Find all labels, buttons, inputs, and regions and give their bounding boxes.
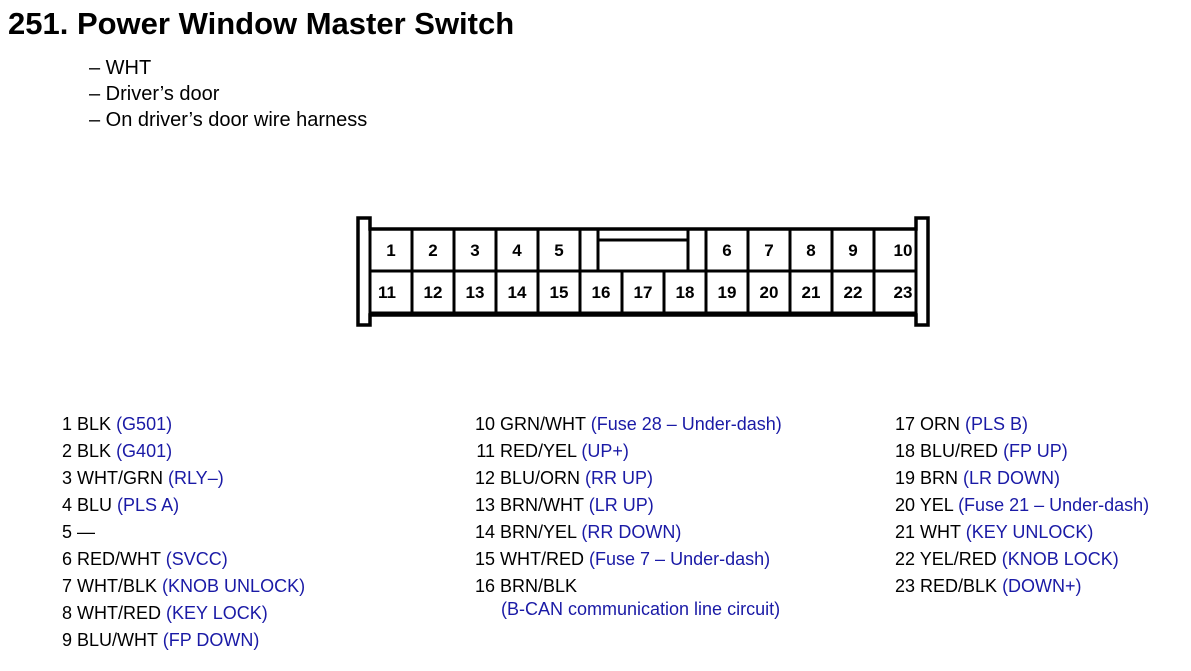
pin-label: 23 [894, 283, 913, 302]
pin-list-column-3: 17 ORN (PLS B) 18 BLU/RED (FP UP) 19 BRN… [871, 411, 1149, 600]
pin-label: 3 [470, 241, 479, 260]
pin-label: 19 [718, 283, 737, 302]
pin-row: 4 BLU (PLS A) [61, 495, 180, 515]
pin-row: 7 WHT/BLK (KNOB UNLOCK) [61, 576, 306, 596]
pin-label: 21 [802, 283, 821, 302]
pin-row: 1 BLK (G501) [61, 414, 173, 434]
pin-row: 5 — [61, 522, 96, 542]
pin-row: 3 WHT/GRN (RLY–) [61, 468, 224, 488]
page-title: 251. Power Window Master Switch [8, 6, 515, 41]
pin-row: 20 YEL (Fuse 21 – Under-dash) [894, 495, 1150, 515]
pin-label: 18 [676, 283, 695, 302]
pin-label: 11 [378, 283, 396, 302]
pin-row: 10 GRN/WHT (Fuse 28 – Under-dash) [474, 414, 782, 434]
pin-16-description: (B-CAN communication line circuit) [501, 599, 781, 619]
pin-label: 2 [428, 241, 437, 260]
pin-row: 22 YEL/RED (KNOB LOCK) [894, 549, 1119, 569]
lock-tab [596, 227, 690, 271]
pin-label: 14 [508, 283, 527, 302]
pin-label: 1 [386, 241, 395, 260]
pin-label: 7 [764, 241, 773, 260]
top-row-cells [368, 227, 918, 273]
pin-row: 21 WHT (KEY UNLOCK) [894, 522, 1094, 542]
pin-label: 13 [466, 283, 485, 302]
pin-row: 6 RED/WHT (SVCC) [61, 549, 228, 569]
pin-label: 12 [424, 283, 443, 302]
pin-row: 11 RED/YEL (UP+) [476, 441, 629, 461]
pin-label: 22 [844, 283, 863, 302]
pin-label: 9 [848, 241, 857, 260]
pin-row: 23 RED/BLK (DOWN+) [894, 576, 1082, 596]
note-location: – Driver’s door [89, 83, 220, 105]
pin-label: 4 [512, 241, 522, 260]
pin-list-column-2: 10 GRN/WHT (Fuse 28 – Under-dash) 11 RED… [451, 411, 782, 623]
pin-label: 17 [634, 283, 653, 302]
pin-label: 5 [554, 241, 563, 260]
pin-label: 20 [760, 283, 779, 302]
pin-label: 10 [894, 241, 913, 260]
pin-row: 16 BRN/BLK (B-CAN communication line cir… [451, 573, 782, 623]
pin-row: 8 WHT/RED (KEY LOCK) [61, 603, 268, 623]
pin-row: 13 BRN/WHT (LR UP) [474, 495, 654, 515]
pin-list-column-1: 1 BLK (G501) 2 BLK (G401) 3 WHT/GRN (RLY… [40, 411, 305, 654]
note-color: – WHT [89, 57, 152, 79]
note-harness: – On driver’s door wire harness [89, 109, 368, 131]
pin-row: 17 ORN (PLS B) [894, 414, 1029, 434]
pin-label: 8 [806, 241, 815, 260]
pin-row: 9 BLU/WHT (FP DOWN) [61, 630, 260, 650]
pin-label: 15 [550, 283, 569, 302]
pin-label: 16 [592, 283, 611, 302]
pin-label: 6 [722, 241, 731, 260]
pin-row: 18 BLU/RED (FP UP) [894, 441, 1068, 461]
pin-row: 14 BRN/YEL (RR DOWN) [474, 522, 682, 542]
pin-row: 2 BLK (G401) [61, 441, 173, 461]
pin-row: 12 BLU/ORN (RR UP) [474, 468, 654, 488]
pin-row: 15 WHT/RED (Fuse 7 – Under-dash) [474, 549, 771, 569]
bottom-row-cells [368, 269, 918, 315]
connector-notes: – WHT – Driver’s door – On driver’s door… [89, 55, 367, 133]
pin-row: 19 BRN (LR DOWN) [894, 468, 1061, 488]
cavity-23 [872, 269, 918, 315]
